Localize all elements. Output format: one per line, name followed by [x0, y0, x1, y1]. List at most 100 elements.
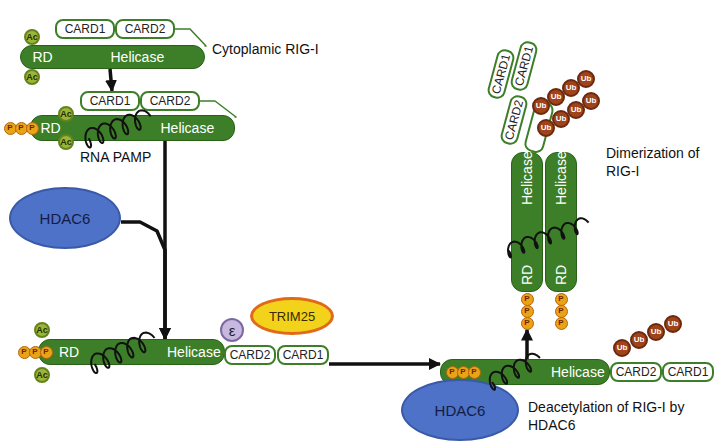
- acetyl-group: Ac: [24, 29, 40, 45]
- node-text: Helicase: [520, 151, 534, 205]
- node-text: RD: [554, 265, 568, 285]
- node-text: P: [449, 368, 454, 376]
- node-text: P: [18, 124, 23, 132]
- node-text: CARD1: [668, 366, 709, 378]
- node-text: P: [524, 295, 529, 303]
- node-text: CARD1: [90, 95, 131, 107]
- hdac6-enzyme: HDAC6: [9, 187, 121, 249]
- node-text: Ac: [36, 371, 48, 380]
- card-domain: CARD1: [277, 345, 329, 365]
- node-text: RD: [41, 121, 61, 135]
- node-text: CARD2: [616, 366, 657, 378]
- acetyl-group: Ac: [24, 69, 40, 85]
- node-text: P: [7, 124, 12, 132]
- annotation-label: Deacetylation of RIG-I by HDAC6: [528, 398, 703, 434]
- node-text: CARD1: [490, 53, 512, 95]
- node-text: CARD1: [513, 45, 535, 87]
- process-arrow: [121, 222, 165, 339]
- node-text: CARD1: [65, 23, 106, 35]
- linker-line: [175, 29, 206, 46]
- ubiquitin: Ub: [582, 92, 600, 110]
- annotation-label: Cytoplamic RIG-I: [212, 40, 319, 58]
- node-text: Ub: [551, 93, 562, 101]
- node-text: P: [558, 307, 563, 315]
- node-text: HDAC6: [40, 211, 91, 226]
- node-text: P: [558, 295, 563, 303]
- node-text: P: [29, 124, 34, 132]
- annotation-label: Dimerization of RIG-I: [606, 144, 716, 180]
- node-text: CARD2: [125, 23, 166, 35]
- card-domain: CARD1: [509, 40, 539, 93]
- node-text: Ub: [634, 336, 645, 344]
- card-domain: CARD1: [80, 91, 140, 111]
- card-domain: CARD1: [55, 19, 115, 39]
- rna-strand: [490, 354, 540, 390]
- card-domain: CARD2: [610, 362, 662, 382]
- node-text: Ub: [668, 320, 679, 328]
- process-arrow: [525, 330, 529, 360]
- process-arrow: [110, 69, 112, 91]
- node-text: Ac: [36, 326, 48, 335]
- acetyl-group: Ac: [58, 134, 74, 150]
- node-text: Ub: [536, 102, 547, 110]
- node-text: Ub: [581, 75, 592, 83]
- phosphate-group: P: [555, 293, 568, 306]
- node-text: RD: [59, 345, 79, 359]
- ubiquitin: Ub: [647, 323, 665, 341]
- ubiquitin: Ub: [630, 331, 648, 349]
- node-text: Helicase: [161, 121, 215, 135]
- node-text: Ub: [617, 344, 628, 352]
- node-text: P: [471, 368, 476, 376]
- node-text: P: [460, 368, 465, 376]
- node-text: P: [43, 348, 48, 356]
- node-text: Ub: [541, 124, 552, 132]
- node-text: Ac: [60, 110, 72, 119]
- node-text: RD: [520, 265, 534, 285]
- acetyl-group: Ac: [58, 106, 74, 122]
- node-text: Ub: [556, 115, 567, 123]
- phosphate-group: P: [521, 305, 534, 318]
- phosphate-group: P: [26, 122, 39, 135]
- node-text: P: [524, 319, 529, 327]
- phosphate-group: P: [555, 317, 568, 330]
- node-text: P: [524, 307, 529, 315]
- process-arrow: [329, 362, 440, 366]
- phosphate-group: P: [468, 366, 481, 379]
- annotation-label: RNA PAMP: [80, 148, 151, 166]
- node-text: Ub: [651, 328, 662, 336]
- node-text: P: [21, 348, 26, 356]
- rna-strand: [91, 333, 154, 373]
- node-text: CARD2: [503, 99, 525, 141]
- phosphate-group: P: [521, 317, 534, 330]
- rna-strand: [85, 110, 150, 147]
- card-domain: CARD2: [140, 91, 200, 111]
- phosphate-group: P: [40, 346, 53, 359]
- ubiquitin: Ub: [613, 339, 631, 357]
- ubiquitin: Ub: [664, 315, 682, 333]
- node-text: Ub: [566, 84, 577, 92]
- node-text: CARD2: [150, 95, 191, 107]
- node-text: Helicase: [167, 345, 221, 359]
- node-text: Ub: [571, 106, 582, 114]
- node-text: Ac: [26, 33, 38, 42]
- card-domain: CARD2: [224, 345, 276, 365]
- node-text: CARD1: [283, 349, 324, 361]
- trim25-ligase: TRIM25: [250, 297, 334, 335]
- node-text: Helicase: [111, 50, 165, 64]
- node-text: Helicase: [551, 365, 605, 379]
- epsilon-protein: ε: [220, 318, 244, 342]
- phosphate-group: P: [555, 305, 568, 318]
- node-text: ε: [229, 323, 236, 338]
- phosphate-group: P: [521, 293, 534, 306]
- node-text: Ub: [586, 97, 597, 105]
- node-text: Ac: [26, 73, 38, 82]
- node-text: P: [558, 319, 563, 327]
- hdac6-enzyme: HDAC6: [401, 379, 519, 441]
- rna-strand: [508, 218, 589, 257]
- rig-i-body: RD Helicase: [20, 45, 205, 69]
- node-text: RD: [33, 50, 53, 64]
- acetyl-group: Ac: [34, 367, 50, 383]
- acetyl-group: Ac: [34, 322, 50, 338]
